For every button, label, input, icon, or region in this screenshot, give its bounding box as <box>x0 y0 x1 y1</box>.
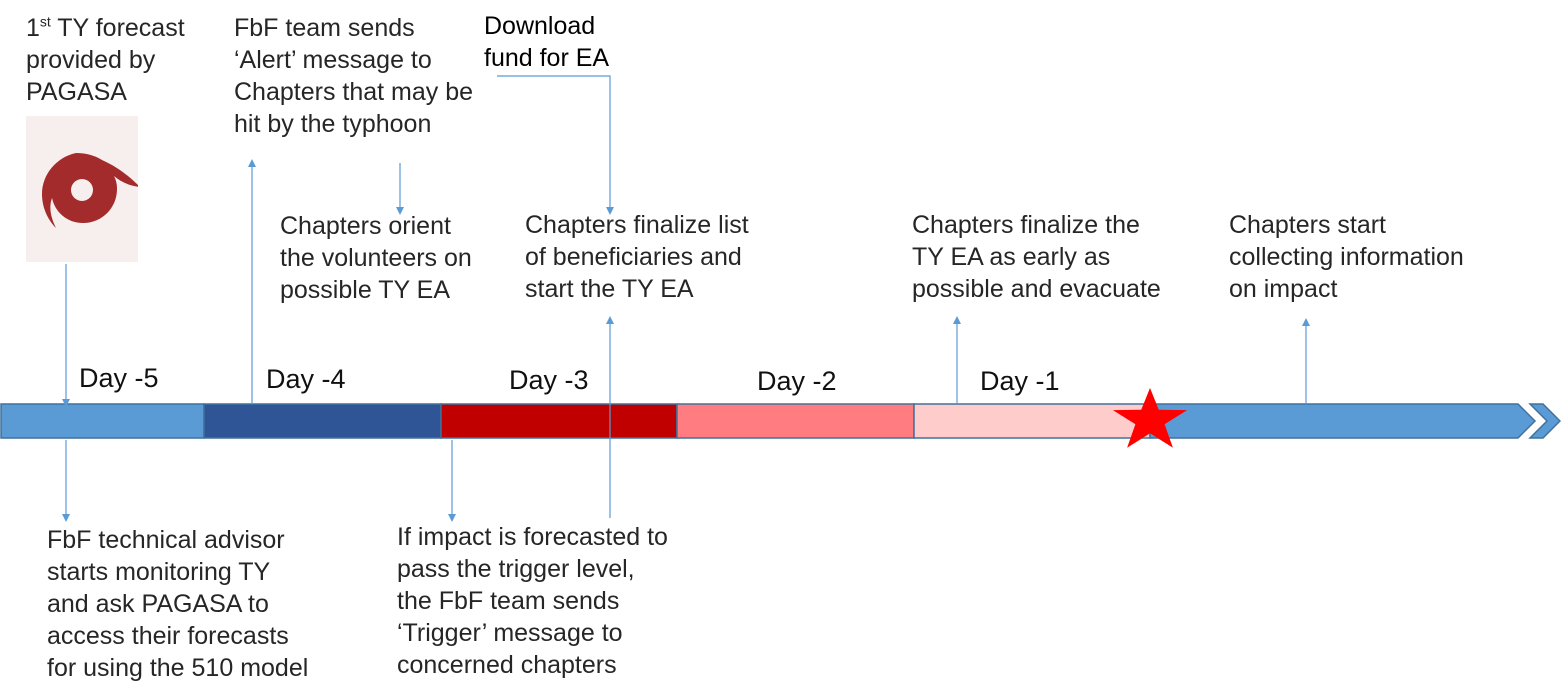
note-first-forecast: 1st TY forecast provided by PAGASA <box>26 12 185 108</box>
timeline-segment-day-2 <box>676 403 915 439</box>
note-first-forecast-num: 1 <box>26 14 40 42</box>
day-label-1: Day -1 <box>980 366 1060 396</box>
note-orient-volunteers: Chapters orient the volunteers on possib… <box>280 212 472 304</box>
timeline-segment-day-5 <box>0 403 205 439</box>
timeline-segment-day-4 <box>203 403 442 439</box>
typhoon-icon-box <box>26 116 140 262</box>
day-label-5: Day -5 <box>79 363 159 393</box>
note-finalize-list: Chapters finalize list of beneficiaries … <box>525 211 749 303</box>
note-first-forecast-sup: st <box>39 13 51 30</box>
arrow-download-to-finalize-list <box>497 75 614 215</box>
timeline-segment-day-1 <box>913 403 1151 439</box>
note-technical-advisor: FbF technical advisor starts monitoring … <box>47 526 309 682</box>
timeline-segment-day-3 <box>440 403 678 439</box>
star-icon <box>1112 388 1188 448</box>
typhoon-icon <box>42 153 140 228</box>
note-trigger-message: If impact is forecasted to pass the trig… <box>397 523 668 679</box>
day-label-3: Day -3 <box>509 365 589 395</box>
day-label-2: Day -2 <box>757 366 837 396</box>
note-collect-impact: Chapters start collecting information on… <box>1229 211 1464 303</box>
note-first-forecast-text: TY forecast provided by PAGASA <box>26 14 185 106</box>
note-download-fund: Download fund for EA <box>484 12 610 72</box>
day-label-4: Day -4 <box>266 364 346 394</box>
timeline-segment-after <box>1149 403 1537 439</box>
note-finalize-ea: Chapters finalize the TY EA as early as … <box>912 211 1161 303</box>
timeline-chevron-end <box>1528 403 1561 439</box>
note-alert-message: FbF team sends ‘Alert’ message to Chapte… <box>234 14 474 138</box>
